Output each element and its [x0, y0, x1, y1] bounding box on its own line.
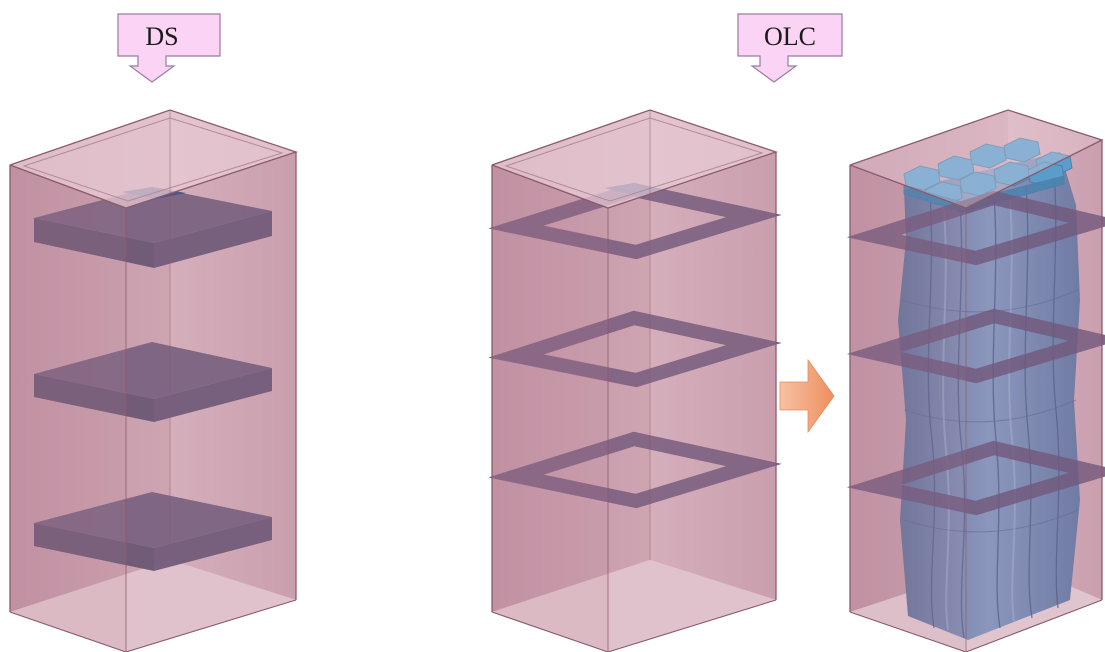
ds-box [9, 109, 299, 652]
olc-callout: OLC [737, 13, 843, 83]
filled-ring-middle [846, 308, 1105, 384]
olc-label: OLC [764, 22, 816, 51]
ds-plate-bottom [34, 492, 272, 571]
column-bundle [898, 137, 1080, 640]
olc-filled-box [846, 109, 1105, 652]
olc-box [488, 109, 782, 652]
olc-ring-bottom [488, 431, 782, 509]
ds-plate-middle [34, 342, 272, 422]
ds-callout: DS [117, 13, 221, 83]
ds-label: DS [145, 22, 178, 51]
filled-ring-bottom [846, 440, 1105, 516]
process-arrow [779, 358, 835, 434]
ds-plate-top [34, 187, 272, 268]
column-caps [903, 137, 1073, 213]
olc-ring-middle [488, 310, 782, 388]
filled-ring-top [846, 190, 1105, 266]
